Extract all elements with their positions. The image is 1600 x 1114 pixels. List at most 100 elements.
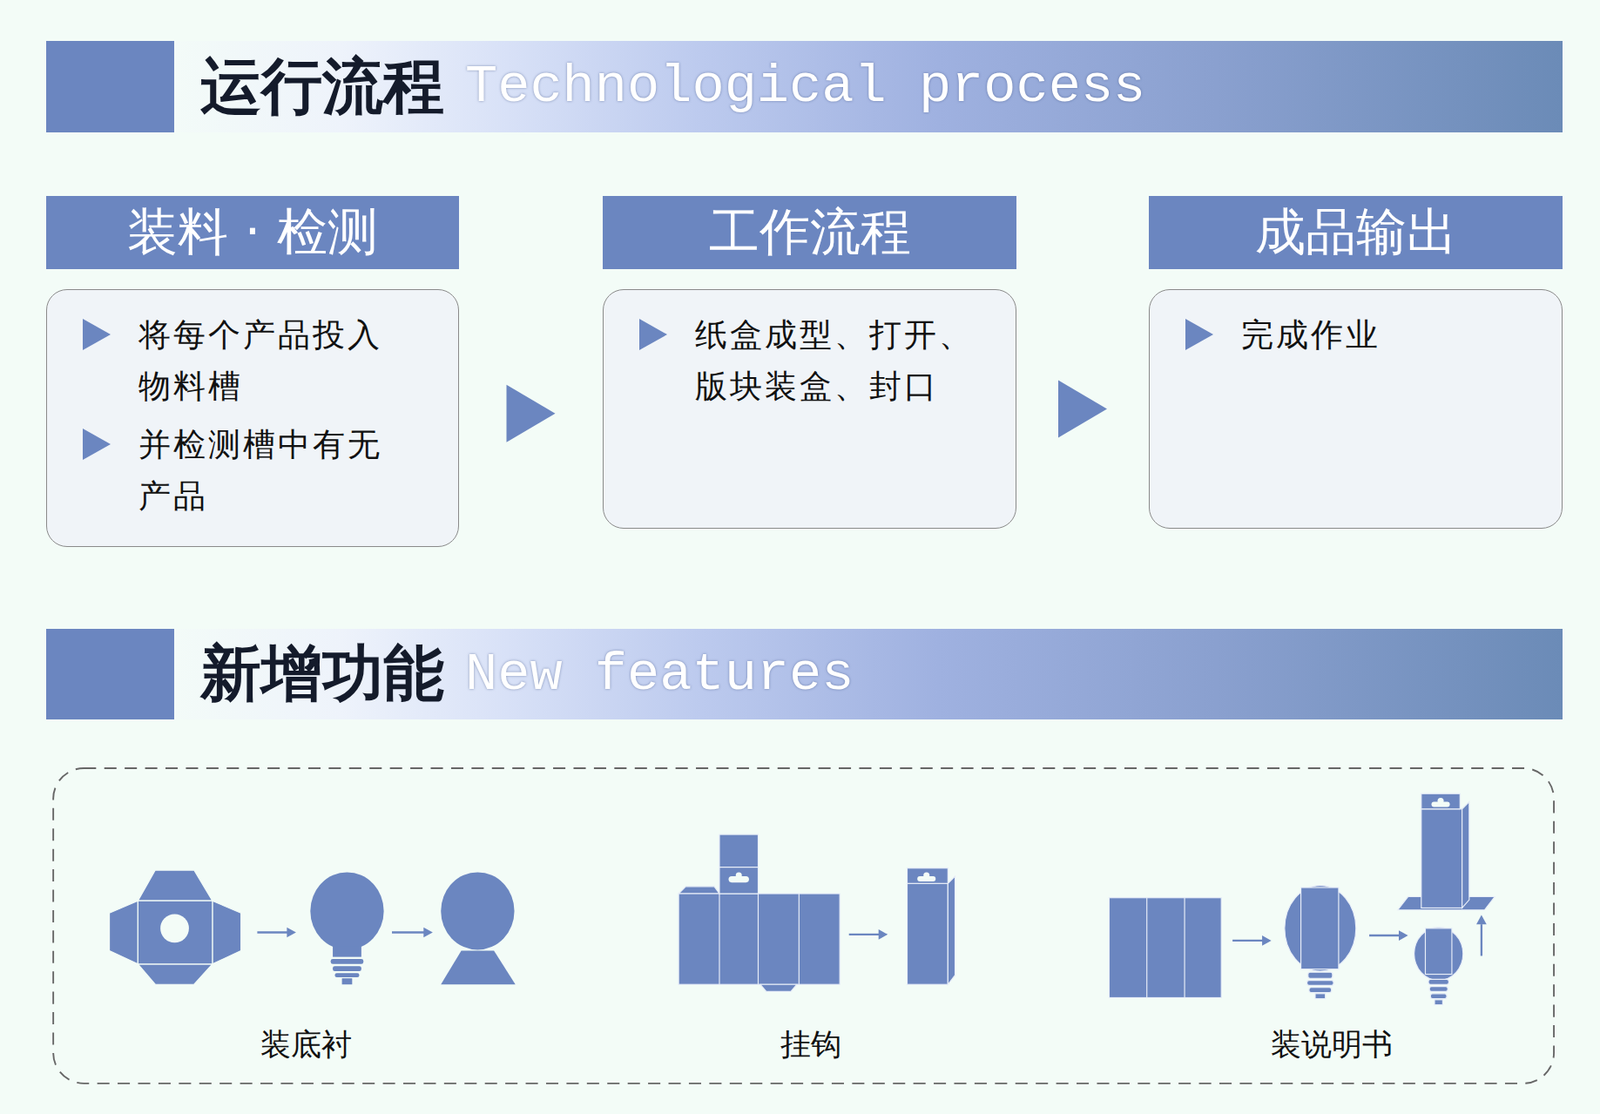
box-side xyxy=(947,876,955,985)
box-front xyxy=(1421,809,1463,909)
arrow-head xyxy=(286,927,297,939)
bulb-thread xyxy=(334,972,359,978)
bullet-marker xyxy=(82,318,111,351)
bullet-list: 将每个产品投入 物料槽并检测槽中有无 产品 xyxy=(138,309,400,522)
column-title: 工作流程 xyxy=(708,198,912,267)
boxing-figure xyxy=(1397,793,1495,1005)
content-box: 将每个产品投入 物料槽并检测槽中有无 产品 xyxy=(46,289,460,547)
column-title: 装料 · 检测 xyxy=(127,198,378,267)
box-front xyxy=(906,883,948,985)
band-block xyxy=(46,628,175,720)
bullet-marker xyxy=(639,318,668,351)
bulb-thread xyxy=(330,958,364,965)
bullet-text: 纸盒成型、打开、 版块装盒、封口 xyxy=(695,316,974,406)
flap xyxy=(212,900,242,965)
fold-line xyxy=(1183,897,1185,999)
fold-line xyxy=(718,893,720,985)
fold-line xyxy=(1146,897,1148,999)
column-header: 成品输出 xyxy=(1148,195,1563,270)
manual-wrap xyxy=(1424,928,1452,975)
bulb-glass xyxy=(440,871,514,950)
arrow-line xyxy=(849,933,880,936)
content-box: 完成作业 xyxy=(1148,289,1563,529)
arrow-line xyxy=(391,931,425,933)
bulb xyxy=(310,871,384,985)
feature-label: 装说明书 xyxy=(1270,1024,1393,1066)
arrow-head xyxy=(1262,935,1272,946)
bullet-list: 纸盒成型、打开、 版块装盒、封口 xyxy=(695,309,996,412)
column-header: 装料 · 检测 xyxy=(46,195,460,270)
bullet-list: 完成作业 xyxy=(1241,309,1538,361)
bullet-marker xyxy=(82,428,111,460)
arrow-line xyxy=(256,931,288,933)
manual-sheet xyxy=(1108,897,1222,999)
arrow-head xyxy=(1476,915,1487,925)
fold-line xyxy=(798,893,800,985)
content-box: 纸盒成型、打开、 版块装盒、封口 xyxy=(602,289,1017,529)
column-title: 成品输出 xyxy=(1255,198,1458,267)
box-flap xyxy=(760,984,797,992)
band-block xyxy=(46,40,175,133)
section-title: 新增功能 xyxy=(200,633,445,716)
feature-label: 装底衬 xyxy=(260,1024,352,1066)
section-title: 运行流程 xyxy=(200,46,445,129)
flow-connector xyxy=(1016,380,1149,439)
flap xyxy=(137,870,213,901)
manual-wrap xyxy=(1301,887,1339,970)
flap xyxy=(137,964,213,985)
hang-tab xyxy=(906,868,948,885)
arrow-line xyxy=(1369,934,1400,937)
hang-tab xyxy=(1421,793,1461,810)
flap xyxy=(109,900,139,965)
manual xyxy=(1108,897,1222,999)
bulb-thread xyxy=(1428,978,1449,985)
flow-arrowhead xyxy=(1058,380,1108,439)
section-subtitle: Technological process xyxy=(465,55,1146,118)
flow-arrowhead xyxy=(506,384,556,443)
bullet-item: 纸盒成型、打开、 版块装盒、封口 xyxy=(695,309,996,412)
bulb-glass xyxy=(1284,885,1357,972)
fold-line xyxy=(719,866,759,868)
wrapped-bulb xyxy=(1284,885,1357,1000)
arrow-head xyxy=(878,929,889,940)
bulb-tip xyxy=(1434,999,1443,1006)
bulb-thread xyxy=(1307,980,1334,986)
hang-tab xyxy=(719,834,759,894)
bullet-text: 完成作业 xyxy=(1241,316,1381,354)
bulb-thread xyxy=(1309,987,1332,993)
bulb-neck xyxy=(332,946,362,958)
arrow-line xyxy=(1232,939,1263,942)
process-box: 工作流程纸盒成型、打开、 版块装盒、封口 xyxy=(602,195,1017,529)
bulb-thread xyxy=(332,965,362,972)
bulb-tip xyxy=(342,978,353,985)
bulb-thread xyxy=(1308,972,1333,979)
hook-slot xyxy=(923,871,930,878)
dashed-frame xyxy=(53,768,1554,1084)
bulb-thread xyxy=(1430,993,1447,1000)
bullet-marker xyxy=(1185,318,1214,351)
section-title-band: 运行流程 Technological process xyxy=(46,40,1563,133)
bulb-glass xyxy=(310,871,384,950)
hook-slot xyxy=(735,871,743,878)
band-text-row: 新增功能 New features xyxy=(200,628,854,720)
bulb-tip xyxy=(1315,993,1326,1000)
bulb-on-lining xyxy=(440,871,516,985)
flow-connector xyxy=(459,384,603,443)
hook-box xyxy=(906,868,955,986)
lining-base xyxy=(440,951,516,986)
section-subtitle: New features xyxy=(465,643,854,706)
lining-center xyxy=(137,900,213,965)
bullet-item: 并检测槽中有无 产品 xyxy=(138,418,400,522)
band-text-row: 运行流程 Technological process xyxy=(200,40,1146,133)
arrow-line xyxy=(1480,924,1483,956)
bulb-glass xyxy=(1414,927,1464,981)
bullet-text: 将每个产品投入 物料槽 xyxy=(138,316,383,406)
bullet-text: 并检测槽中有无 产品 xyxy=(138,425,383,515)
bullet-item: 完成作业 xyxy=(1241,309,1538,361)
hook-box-net xyxy=(678,834,840,992)
bottom-lining-figure xyxy=(109,870,242,985)
hook-slot xyxy=(1437,797,1445,804)
arrow-head xyxy=(1398,930,1409,941)
